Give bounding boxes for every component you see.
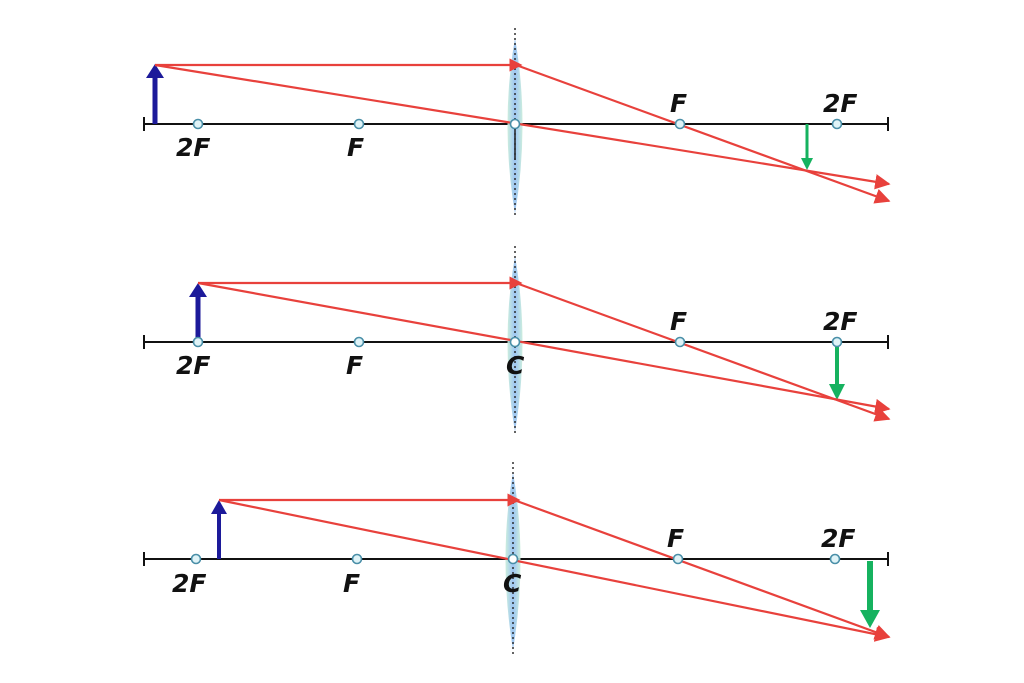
focal-point-f-left	[351, 553, 363, 565]
focal-point-2f-left	[190, 553, 202, 565]
label-2f-left: 2F	[176, 351, 210, 380]
label-f-right: F	[670, 89, 687, 118]
object-arrow-head	[211, 500, 227, 514]
image-arrow-head	[801, 158, 813, 170]
label-2f-right: 2F	[823, 307, 857, 336]
label-f-right: F	[667, 524, 684, 553]
label-2f-left: 2F	[172, 569, 206, 598]
diagram-2: 2F F C F 2F	[143, 246, 891, 436]
focal-point-2f-right	[831, 118, 843, 130]
label-center: C	[503, 569, 522, 598]
diagram-3: 2F F C F 2F	[143, 462, 891, 655]
label-f-left: F	[343, 569, 360, 598]
lens-center-point	[509, 336, 521, 348]
image-arrow-head	[860, 610, 880, 628]
label-f-right: F	[670, 307, 687, 336]
object-arrow-head	[146, 64, 164, 78]
label-f-left: F	[346, 351, 363, 380]
refracted-ray-through-focus	[515, 281, 891, 422]
focal-point-2f-right	[829, 553, 841, 565]
central-ray	[197, 281, 891, 415]
focal-point-2f-left	[192, 118, 204, 130]
central-ray	[218, 498, 891, 642]
lens-center-point	[509, 118, 521, 130]
focal-point-2f-left	[192, 336, 204, 348]
refracted-ray-through-focus	[515, 63, 891, 204]
object-arrow-head	[189, 283, 207, 297]
label-f-left: F	[347, 133, 364, 162]
image-arrow-head	[829, 384, 845, 400]
central-ray	[154, 63, 891, 190]
label-2f-right: 2F	[821, 524, 855, 553]
focal-point-f-right	[674, 336, 686, 348]
refracted-ray-through-focus	[513, 498, 891, 640]
focal-point-f-left	[353, 118, 365, 130]
label-2f-left: 2F	[176, 133, 210, 162]
focal-point-f-right	[674, 118, 686, 130]
label-2f-right: 2F	[823, 89, 857, 118]
focal-point-f-left	[353, 336, 365, 348]
focal-point-2f-right	[831, 336, 843, 348]
focal-point-f-right	[672, 553, 684, 565]
lens-center-point	[507, 553, 519, 565]
label-center: C	[506, 351, 525, 380]
diagram-1: 2F F F 2F	[143, 28, 891, 218]
